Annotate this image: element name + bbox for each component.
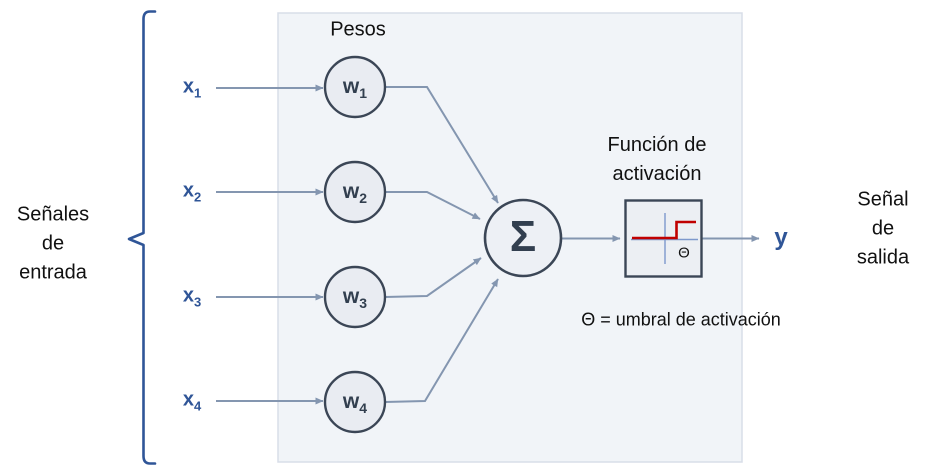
connector-w4-sum (384, 278, 499, 403)
input-x3-base: x (182, 284, 194, 307)
weight-node-w1 (323, 55, 387, 119)
weight-w1-base: w (342, 75, 360, 98)
activation-title: Función de activación (607, 134, 707, 185)
weight-w2-sub: 2 (359, 190, 368, 206)
input-x4-base: x (182, 388, 194, 411)
input-brace (127, 10, 157, 465)
input-x4-sub: 4 (193, 398, 202, 414)
weight-w4-sub: 4 (359, 400, 368, 416)
input-x2-sub: 2 (193, 189, 202, 205)
weight-label-w3: w3 (343, 285, 367, 311)
weight-node-w2 (323, 160, 387, 224)
weight-label-w2: w2 (343, 180, 367, 206)
input-x2-base: x (182, 179, 194, 202)
sum-node (483, 198, 563, 278)
input-label-x4: x4 (183, 389, 201, 414)
input-label-x1: x1 (183, 76, 201, 101)
threshold-note: Θ = umbral de activación (581, 309, 781, 330)
weight-label-w1: w1 (343, 75, 367, 101)
weights-title: Pesos (330, 18, 386, 41)
weight-w4-base: w (342, 390, 360, 413)
input-x1-base: x (182, 75, 194, 98)
connector-w3-sum (384, 257, 482, 298)
input-group-label: Señales de entrada (16, 203, 90, 284)
input-x3-sub: 3 (193, 294, 202, 310)
input-x1-sub: 1 (193, 85, 202, 101)
output-signal-label: y (774, 224, 788, 251)
weight-label-w4: w4 (343, 390, 367, 416)
input-label-x3: x3 (183, 285, 201, 310)
connector-w1-sum (385, 86, 499, 204)
weight-node-w3 (323, 265, 387, 329)
step-function-curve (632, 220, 696, 240)
weight-w3-sub: 3 (359, 295, 368, 311)
weight-node-w4 (323, 370, 387, 434)
sum-symbol: Σ (509, 212, 537, 261)
input-label-x2: x2 (183, 180, 201, 205)
connector-w2-sum (385, 191, 481, 220)
output-group-label: Señal de salida (856, 188, 910, 269)
theta-symbol: Θ (678, 244, 690, 262)
weight-w3-base: w (342, 285, 360, 308)
weight-w1-sub: 1 (359, 85, 368, 101)
weight-w2-base: w (342, 180, 360, 203)
